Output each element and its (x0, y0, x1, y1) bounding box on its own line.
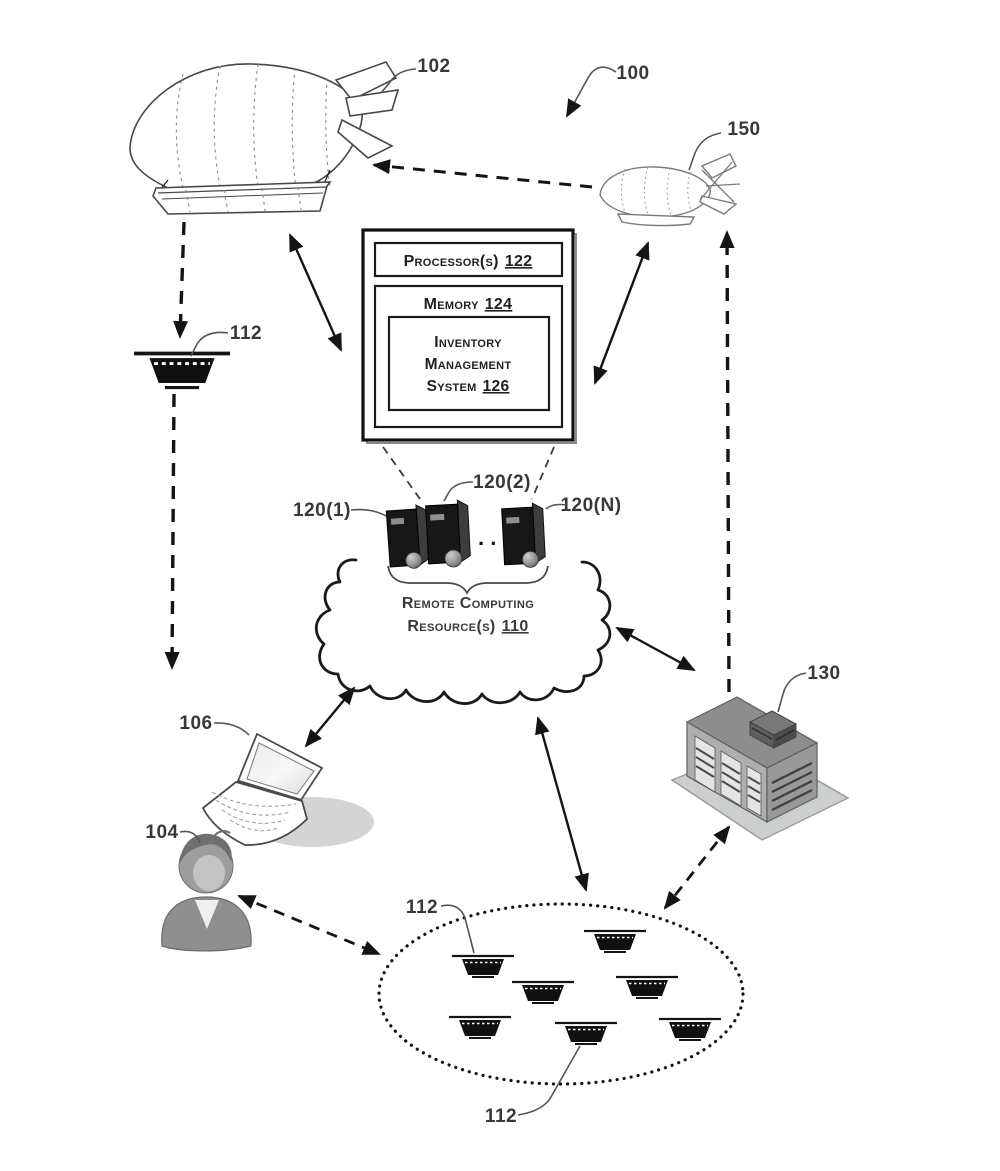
ref-label-102: 102 (417, 56, 450, 77)
processor-box (373, 241, 564, 278)
server-ellipsis: . . (478, 525, 496, 550)
ref-label-120-2: 120(2) (473, 472, 531, 493)
ref-labels-top: 100 102 150 (380, 56, 760, 171)
ref-label-106: 106 (179, 713, 212, 734)
ref-label-120-n: 120(N) (560, 495, 621, 516)
arrow-102-to-112 (173, 221, 189, 339)
server-120-1 (385, 504, 431, 569)
person-104 (161, 830, 252, 952)
facility-doors (694, 735, 762, 817)
airship-102-envelope (129, 63, 363, 200)
fleet-drones (449, 929, 721, 1045)
uav (659, 1017, 721, 1041)
facility-vents (771, 762, 813, 811)
ims-line1: Inventory (434, 334, 502, 351)
person-hair (180, 833, 232, 864)
laptop-base (201, 781, 309, 846)
facility-130 (670, 696, 850, 841)
ref-label-150: 150 (727, 119, 760, 140)
airship-102 (129, 61, 400, 215)
laptop-screen (246, 742, 315, 795)
ref-label-100: 100 (616, 63, 649, 84)
airship-150 (599, 153, 741, 227)
ims-line2: Management (425, 356, 512, 373)
arrow-130-fleet (663, 825, 731, 910)
cloud-label-line2: Resource(s)110 (407, 618, 528, 635)
uav (584, 929, 646, 953)
uav (452, 954, 514, 978)
server-120-n (501, 502, 546, 568)
ref-label-130: 130 (807, 663, 840, 684)
processor-label: Processor(s)122 (404, 253, 533, 270)
arrow-150-to-102 (372, 159, 593, 189)
airship-102-fin-bottom (337, 118, 394, 159)
leader-box-servers-right (531, 446, 555, 500)
ref-label-112-single: 112 (230, 323, 262, 344)
ref-100-arrow (566, 66, 617, 118)
cloud-outline (315, 558, 612, 705)
person-face (193, 855, 225, 891)
connection-arrows (164, 159, 735, 956)
fleet-boundary-ellipse (377, 902, 745, 1086)
airship-102-gondola (152, 181, 332, 215)
remote-computing-cloud: . . 120(1) 120(2) 120(N) Remote Computin… (293, 472, 621, 705)
arrow-130-to-150 (719, 230, 735, 693)
arrow-cloud-130 (615, 626, 696, 672)
uav (449, 1015, 511, 1039)
facility-roof-unit (748, 710, 798, 749)
arrow-102-cloud (288, 233, 343, 352)
arrow-106-cloud (304, 686, 356, 748)
person-shirt (195, 900, 219, 929)
arrow-150-cloud (593, 241, 650, 385)
server-120-2 (425, 499, 471, 568)
arrow-cloud-fleet (535, 716, 589, 892)
cloud-label-line1: Remote Computing (402, 595, 534, 612)
arrow-104-fleet (237, 894, 381, 956)
airship-150-envelope (599, 166, 711, 218)
ref-label-112-fleet-bottom: 112 (485, 1106, 517, 1127)
leader-box-servers-left (382, 446, 421, 500)
uav (616, 975, 678, 999)
airship-150-gondola (616, 213, 696, 227)
uav-112-single (133, 351, 231, 390)
laptop-106 (201, 732, 374, 847)
airship-150-fin-top (700, 153, 737, 179)
uav (555, 1021, 617, 1045)
ref-label-112-fleet-top: 112 (406, 897, 438, 918)
airship-102-fin-top (334, 61, 398, 102)
uav (512, 980, 574, 1004)
arrow-112-down (164, 393, 180, 670)
ref-label-120-1: 120(1) (293, 500, 351, 521)
uav-fleet: 112 112 (377, 897, 745, 1127)
ref-label-104: 104 (145, 822, 178, 843)
laptop-keyboard (211, 791, 297, 832)
inventory-management-box (387, 315, 551, 412)
servers-brace (387, 565, 549, 595)
server-towers: . . (385, 499, 546, 569)
